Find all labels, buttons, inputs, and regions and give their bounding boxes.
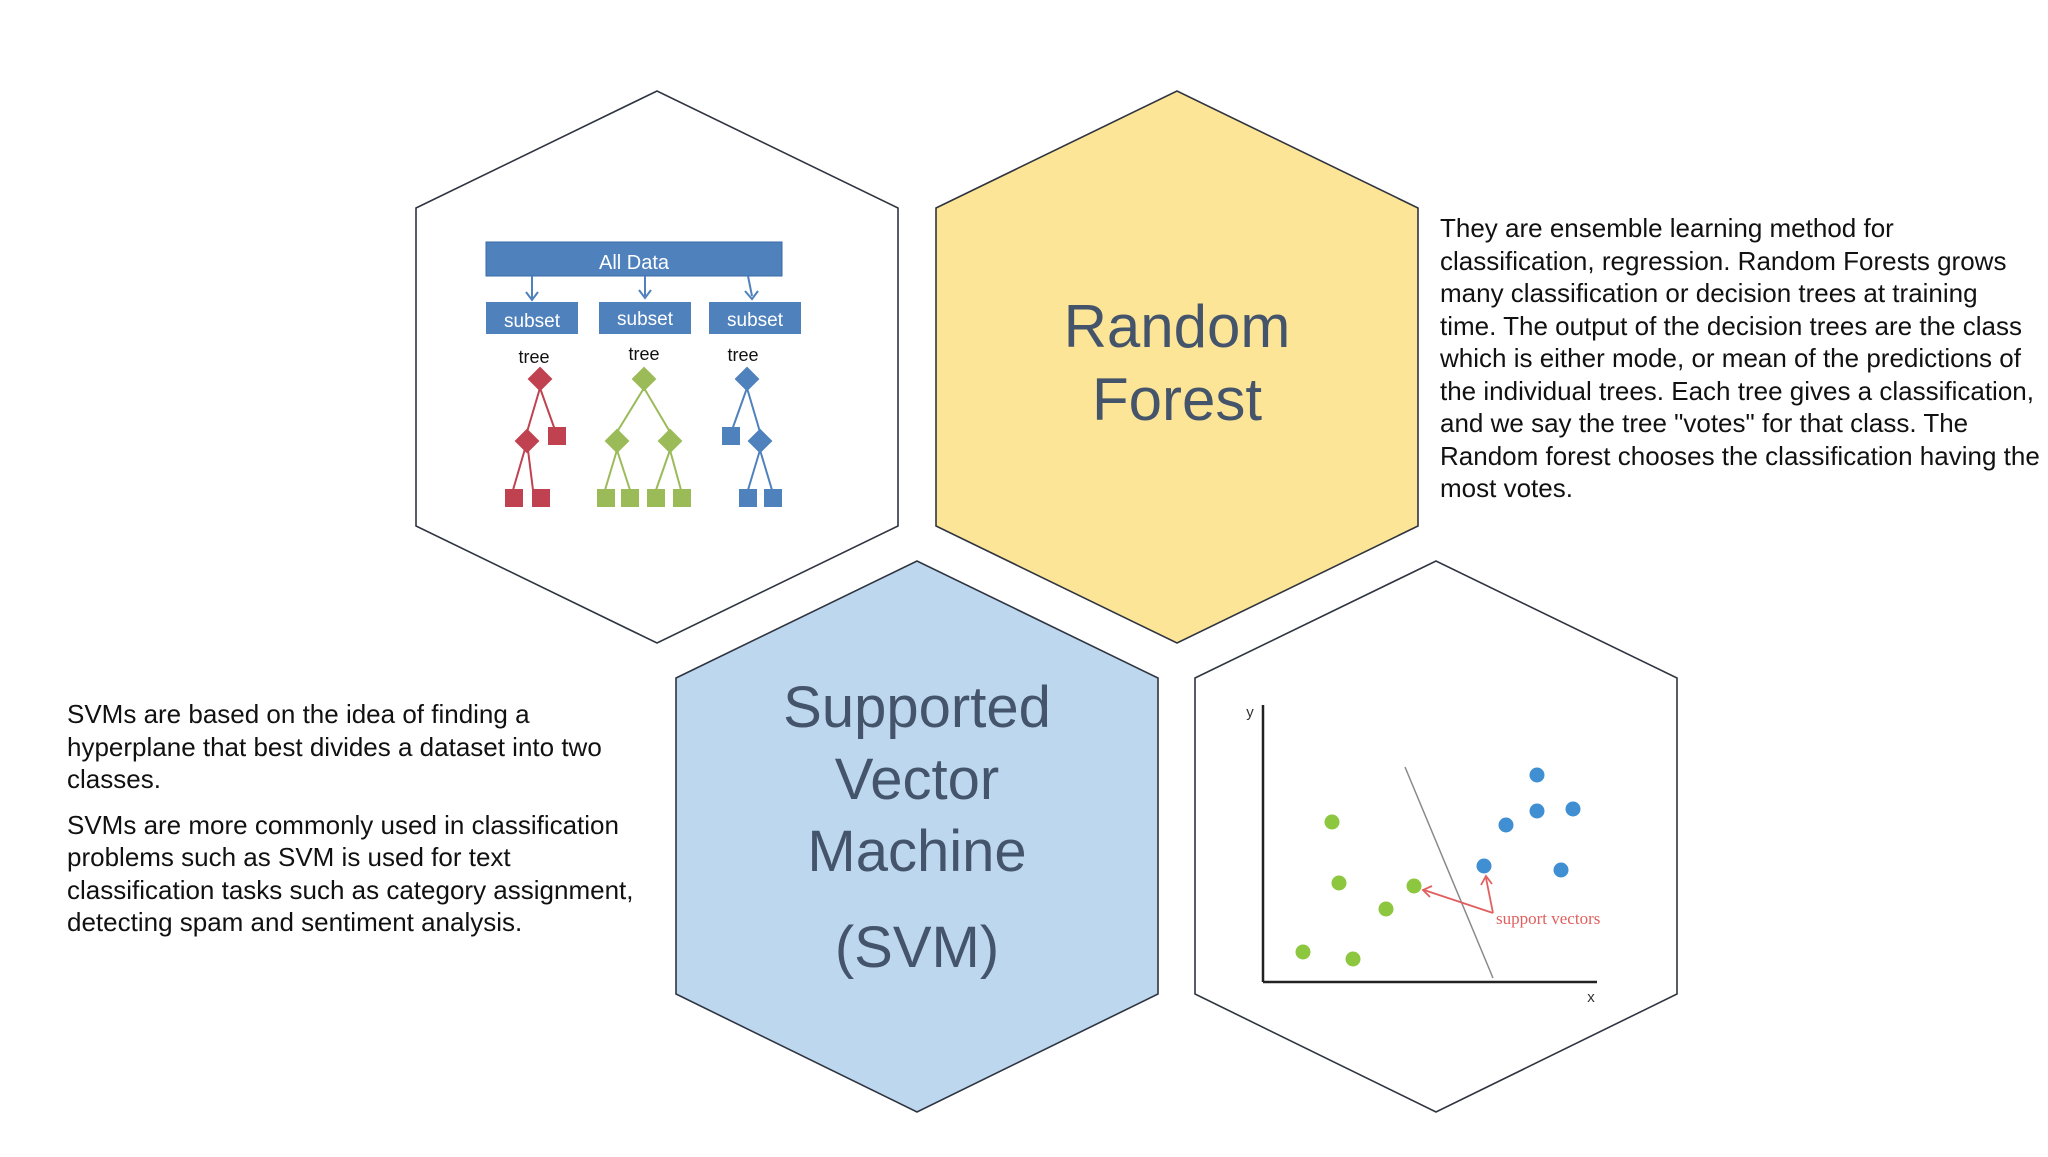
subset-box-1 [486, 302, 578, 334]
svm-point [1565, 801, 1581, 817]
svm-point [1345, 951, 1361, 967]
support-vector-arrows [1421, 874, 1494, 914]
hex-random-forest-title [935, 90, 1419, 644]
svm-point [1529, 767, 1545, 783]
all-data-bar [485, 241, 783, 277]
svm-class-blue-points [1476, 767, 1581, 878]
svm-point [1553, 862, 1569, 878]
svm-point [1498, 817, 1514, 833]
tree-red [505, 366, 566, 507]
support-vectors-label: support vectors [1496, 909, 1600, 928]
svm-title-line2: Vector [834, 747, 1000, 812]
subset-label-3: subset [727, 310, 784, 331]
svm-class-green-points [1295, 814, 1422, 967]
subset-box-3 [709, 302, 801, 334]
svm-description-paragraph-2: SVMs are more commonly used in classific… [67, 809, 634, 938]
random-forest-title: Random Forest [976, 290, 1378, 436]
svm-x-axis-label: x [1587, 989, 1595, 1006]
svm-point [1295, 944, 1311, 960]
random-forest-description-text: They are ensemble learning method for cl… [1440, 213, 2040, 503]
subset-label-1: subset [504, 311, 561, 332]
tree-label-2: tree [628, 344, 659, 364]
svm-point [1406, 878, 1422, 894]
svm-title: Supported Vector Machine (SVM) [716, 672, 1118, 984]
svm-hyperplane [1404, 766, 1494, 979]
tree-blue [722, 366, 782, 507]
hex-random-forest-image [415, 90, 899, 644]
random-forest-diagram: All Data subset subset subset tree tree … [485, 241, 801, 507]
svm-point [1324, 814, 1340, 830]
subset-box-2 [599, 302, 691, 334]
hex-svm-title [675, 560, 1159, 1113]
random-forest-title-line1: Random [1063, 293, 1291, 360]
tree-label-3: tree [727, 345, 758, 365]
svm-point [1476, 858, 1492, 874]
tree-green [597, 366, 691, 507]
svm-title-line4: (SVM) [834, 915, 1000, 980]
svm-title-line1: Supported [783, 675, 1051, 740]
svm-description-paragraph-1: SVMs are based on the idea of finding a … [67, 699, 602, 794]
svm-point [1529, 803, 1545, 819]
subset-label-2: subset [617, 309, 674, 330]
svm-plot: y x [1246, 704, 1600, 1006]
hex-svm-plot [1194, 560, 1678, 1113]
svm-title-line3: Machine [807, 819, 1027, 884]
random-forest-description: They are ensemble learning method for cl… [1440, 212, 2040, 505]
svm-y-axis-label: y [1246, 704, 1254, 721]
svm-point [1378, 901, 1394, 917]
random-forest-title-line2: Forest [1091, 366, 1263, 434]
tree-label-1: tree [518, 347, 549, 367]
svm-description: SVMs are based on the idea of finding a … [67, 698, 657, 939]
subset-arrows [525, 275, 759, 302]
svm-point [1331, 875, 1347, 891]
all-data-label: All Data [599, 252, 670, 274]
